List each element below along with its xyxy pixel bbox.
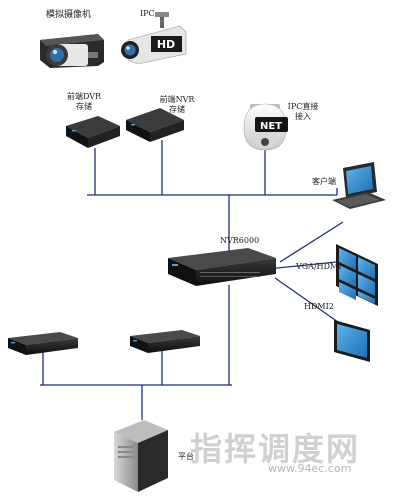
platform-label: 平台: [178, 452, 194, 461]
front-dvr-label-line1: 前端DVR: [66, 92, 102, 101]
client-link-line: [279, 221, 344, 263]
nvr6000-device-icon: [168, 248, 276, 286]
ipc-direct-label-line1: IPC直接: [287, 102, 319, 111]
client-computer-icon: [332, 162, 386, 209]
front-nvr-device-icon: [126, 108, 184, 142]
front-nvr-label-line2: 存储: [169, 105, 185, 114]
hdmi2-label: HDMI2: [304, 302, 334, 311]
ipc-dome-camera-icon: [243, 103, 288, 151]
hdmi2-monitor-icon: [334, 320, 370, 362]
video-wall-icon: [336, 244, 378, 306]
hdmi2-link-line: [274, 277, 339, 323]
ipc-label: IPC: [140, 9, 155, 18]
front-nvr-label-line1: 前端NVR: [159, 95, 195, 104]
analog-camera-icon: [40, 34, 104, 68]
nvr6000-label: NVR6000: [220, 236, 260, 245]
analog-camera-label: 模拟摄像机: [46, 10, 92, 20]
vga-hdmi-label: VGA/HDMI: [296, 262, 342, 271]
client-label: 客户端: [312, 177, 336, 186]
ipc-direct-label-line2: 接入: [295, 112, 311, 121]
watermark-title: 指挥调度网: [190, 430, 361, 468]
front-dvr-device-icon: [66, 116, 120, 148]
net-badge: NET: [260, 121, 282, 132]
ipc-hd-badge: HD: [157, 38, 175, 51]
front-dvr-label-line2: 存储: [76, 102, 92, 111]
connection-lines: [40, 140, 344, 420]
watermark-url: www.94ec.com: [268, 462, 352, 475]
ipc-camera-icon: [121, 12, 187, 65]
platform-tower-server-icon: [114, 420, 168, 492]
bottom-storage-server-2-icon: [130, 330, 200, 353]
bottom-storage-server-1-icon: [8, 332, 78, 355]
